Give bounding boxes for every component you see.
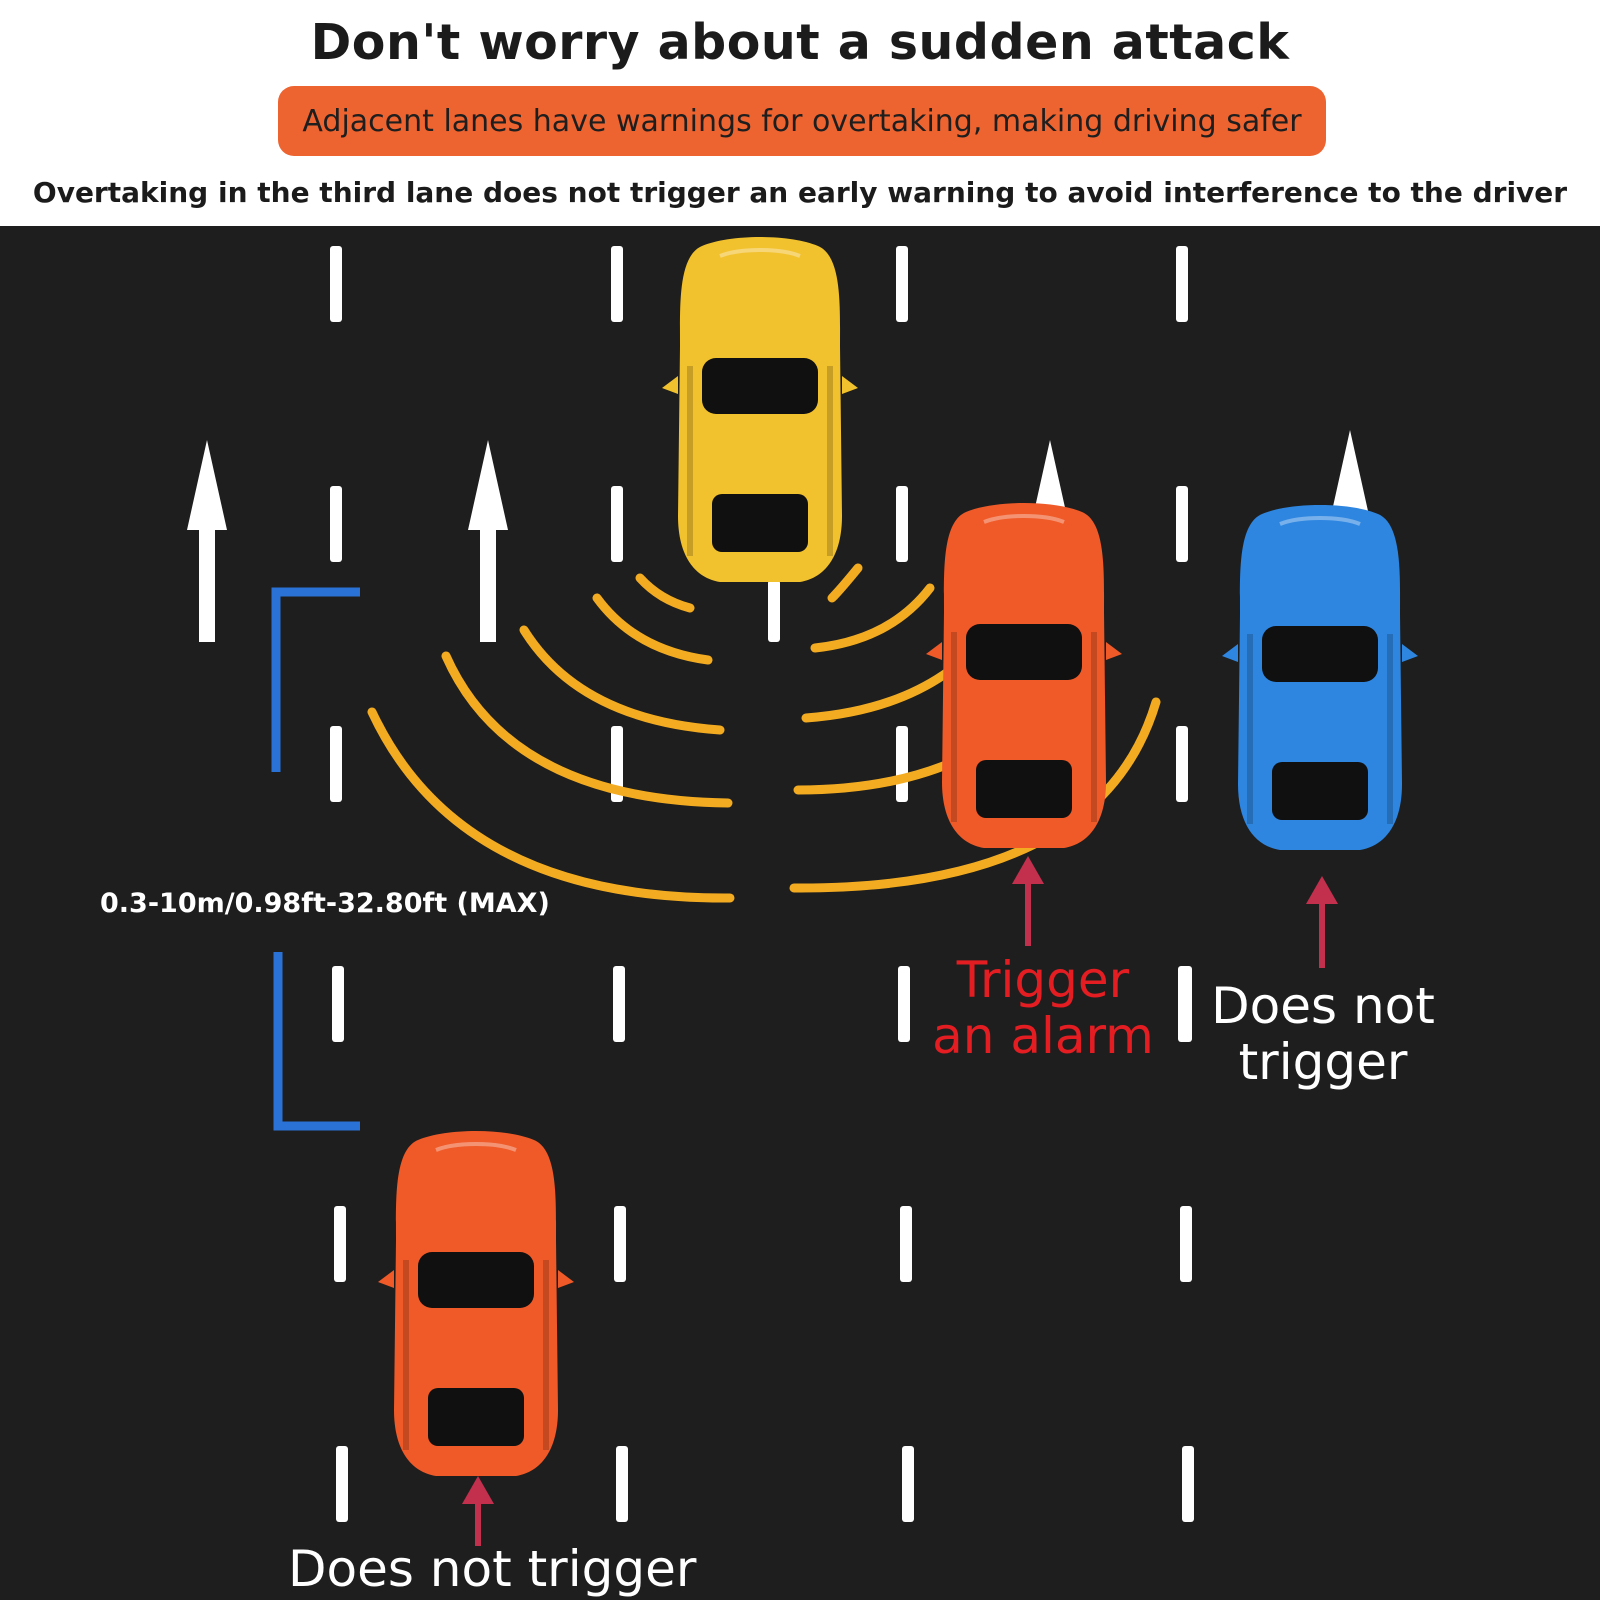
alarm-label: Trigger an alarm (932, 951, 1154, 1065)
arrow-up-icon (1012, 856, 1044, 884)
third-lane-label: Does not trigger (1211, 977, 1435, 1091)
banner-text: Adjacent lanes have warnings for overtak… (302, 103, 1302, 139)
ego-car (662, 237, 858, 582)
rear-car (378, 1131, 574, 1476)
third-lane-car (1222, 505, 1418, 850)
lane-markings (330, 246, 1194, 1522)
arrow-up-icon (462, 1476, 494, 1504)
range-label: 0.3-10m/0.98ft-32.80ft (MAX) (100, 888, 550, 919)
pointer-arrows (462, 856, 1338, 1546)
arrow-up-icon (1306, 876, 1338, 904)
header: Don't worry about a sudden attack Adjace… (0, 0, 1600, 226)
subtitle: Overtaking in the third lane does not tr… (32, 176, 1568, 209)
arrow-up-icon (187, 440, 227, 642)
page-title: Don't worry about a sudden attack (310, 14, 1290, 71)
arrow-up-icon (468, 440, 508, 642)
banner: Adjacent lanes have warnings for overtak… (278, 86, 1326, 156)
range-bracket (271, 587, 360, 1131)
rear-car-label: Does not trigger (288, 1540, 697, 1598)
adjacent-lane-car (926, 503, 1122, 848)
